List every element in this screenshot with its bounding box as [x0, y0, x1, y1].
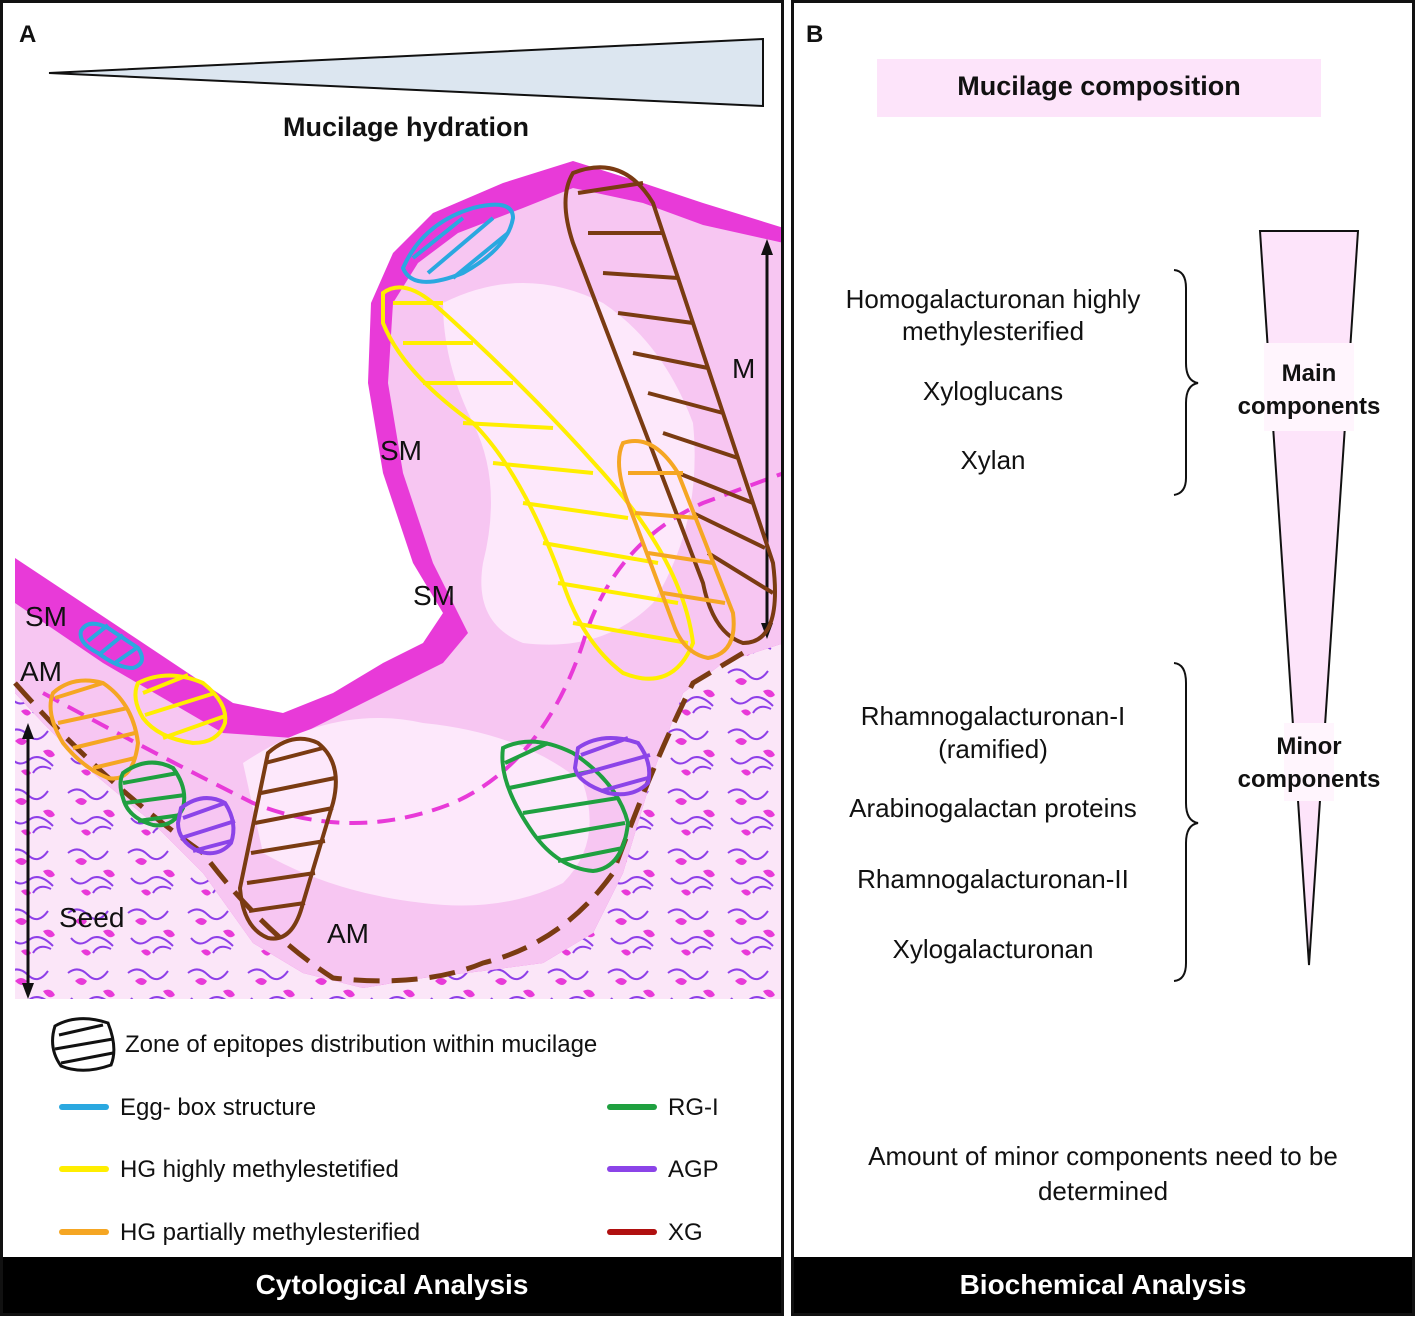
- main-item-xyloglucans: Xyloglucans: [922, 376, 1064, 406]
- minor-item-rg1-1: Rhamnogalacturonan-I: [860, 701, 1126, 731]
- minor-label-2: components: [1237, 766, 1381, 793]
- main-item-xylan: Xylan: [960, 445, 1026, 475]
- zone-xg-right: [563, 165, 777, 646]
- label-m: M: [732, 353, 755, 384]
- hydration-wedge: [48, 37, 764, 108]
- zone-eggbox-top: [400, 202, 516, 284]
- zone-hg-high: [381, 285, 696, 681]
- zone-rgi-left: [118, 760, 187, 828]
- note-line-2: determined: [1037, 1176, 1169, 1206]
- main-brace: [1173, 269, 1199, 496]
- minor-brace: [1173, 662, 1199, 982]
- legend-agp: AGP: [668, 1156, 719, 1183]
- minor-item-agp: Arabinogalactan proteins: [849, 793, 1137, 823]
- dashed-boundary-brown: [13, 650, 745, 984]
- footer-cytological: Cytological Analysis: [3, 1257, 781, 1313]
- legend-xg: XG: [668, 1219, 703, 1246]
- abundance-wedge: [1258, 230, 1360, 966]
- label-seed: Seed: [59, 902, 124, 933]
- panel-cytological: A Mucilage hydration: [0, 0, 784, 1316]
- zone-hg-partial-right: [617, 439, 736, 661]
- composition-title-box: [877, 59, 1321, 117]
- minor-item-rg2: Rhamnogalacturonan-II: [857, 864, 1129, 894]
- label-sm-left: SM: [25, 601, 67, 632]
- main-item-hg-1: Homogalacturonan highly: [845, 284, 1141, 314]
- panel-letter-b: B: [806, 21, 824, 48]
- zone-rgi-right: [500, 739, 631, 874]
- main-label-bg: [1264, 343, 1354, 431]
- minor-label-bg: [1284, 723, 1334, 801]
- seed-arrow-head-top: [22, 723, 34, 739]
- zone-agp-right: [572, 736, 652, 797]
- composition-title: Mucilage composition: [957, 71, 1241, 101]
- legend-swatch-hg-high: [59, 1166, 109, 1172]
- main-label-2: components: [1237, 393, 1381, 420]
- panel-letter-a: A: [19, 21, 37, 48]
- main-item-hg-2: methylesterified: [901, 316, 1085, 346]
- seed-region: [15, 643, 781, 999]
- label-am-left: AM: [20, 656, 62, 687]
- legend-swatch-xg: [607, 1229, 657, 1235]
- legend-swatch-agp: [607, 1166, 657, 1172]
- cytology-diagram: Mucilage hydration: [13, 37, 781, 1072]
- composition-diagram: [1173, 230, 1360, 982]
- legend-hg-high: HG highly methylestetified: [120, 1156, 399, 1183]
- legend-swatch-hg-partial: [59, 1229, 109, 1235]
- legend-hg-partial: HG partially methylesterified: [120, 1219, 421, 1246]
- footer-biochemical: Biochemical Analysis: [794, 1257, 1412, 1313]
- legend-swatch-eggbox: [59, 1104, 109, 1110]
- legend-swatch-rgi: [607, 1104, 657, 1110]
- note-line-1: Amount of minor components need to be: [868, 1141, 1338, 1171]
- zone-xg-bottom: [237, 736, 338, 941]
- main-label-1: Main: [1281, 360, 1337, 387]
- label-sm-mid: SM: [413, 580, 455, 611]
- zone-eggbox-left: [78, 621, 144, 671]
- seed-arrow-head-bottom: [22, 983, 34, 999]
- legend-rgi: RG-I: [668, 1094, 719, 1121]
- hydration-label: Mucilage hydration: [283, 112, 529, 142]
- zone-agp-left: [175, 796, 236, 856]
- m-arrow-head-top: [761, 239, 773, 255]
- label-am-bottom: AM: [327, 918, 369, 949]
- zone-legend-icon: [51, 1017, 116, 1072]
- legend-eggbox: Egg- box structure: [120, 1094, 317, 1121]
- zone-hg-high-left: [133, 673, 228, 746]
- minor-item-rg1-2: (ramified): [938, 734, 1048, 764]
- label-sm-top: SM: [380, 435, 422, 466]
- minor-label-1: Minor: [1276, 733, 1342, 760]
- panel-biochemical: B Mucilage composition Homogalacturonan …: [791, 0, 1415, 1316]
- zone-legend-label: Zone of epitopes distribution within muc…: [125, 1031, 598, 1058]
- minor-item-xga: Xylogalacturonan: [892, 934, 1094, 964]
